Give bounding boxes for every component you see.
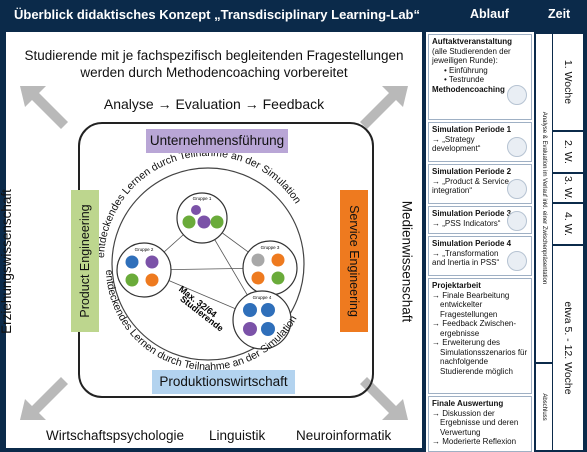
step-kickoff-bullet-1: • Einführung xyxy=(444,65,488,75)
zeit-week-2: 2. W. xyxy=(553,132,583,172)
service-engineering-box: Service Engineering xyxy=(340,190,368,332)
step-period-2-item-2: integration“ xyxy=(432,186,473,195)
ablauf-step-period-4: Simulation Periode 4 → „Transformation a… xyxy=(428,236,532,276)
step-period-3-item-1: → „PSS Indicators“ xyxy=(432,218,501,228)
abschluss-note-text: Abschluss xyxy=(541,393,547,421)
simulation-badge-icon xyxy=(507,137,527,157)
ablauf-step-period-3: Simulation Periode 3 → „PSS Indicators“ xyxy=(428,206,532,234)
corner-arrows xyxy=(20,86,408,420)
zeit-week-3-label: 3. W. xyxy=(562,176,574,200)
step-projektarbeit-item-2: → Feedback Zwischen-ergebnisse xyxy=(432,319,517,338)
preparation-text: Studierende mit je fachspezifisch beglei… xyxy=(6,47,422,81)
zeit-week-2-label: 2. W. xyxy=(562,140,574,164)
evaluation-note-text: Analyse & Evaluation im Verlauf inkl. ei… xyxy=(541,111,547,285)
product-engineering-box: Product Engineering xyxy=(71,190,99,332)
group-1: Gruppe 1 xyxy=(176,192,228,244)
zeit-week-4-label: 4. W. xyxy=(562,212,574,236)
arrow-bottom-right xyxy=(360,377,408,420)
step-kickoff-subtitle: Methodencoaching xyxy=(432,84,505,94)
bottom-discipline-2: Linguistik xyxy=(209,428,266,443)
abschluss-note: Abschluss xyxy=(536,364,552,450)
left-discipline: Erziehungswissenschaft xyxy=(0,189,14,334)
step-period-3-title: Simulation Periode 3 xyxy=(432,209,512,218)
step-kickoff-line-1: (alle Studierenden der xyxy=(432,46,511,56)
step-period-2-item-1: → „Product & Service xyxy=(432,176,509,186)
ablauf-column: Auftaktveranstaltung (alle Studierenden … xyxy=(426,32,534,452)
group-4: Gruppe 4 xyxy=(232,290,292,350)
step-kickoff-bullet-2: • Testrunde xyxy=(444,75,485,84)
unternehmensfuehrung-box: Unternehmensführung xyxy=(146,129,288,153)
produktionswirtschaft-box: Produktionswirtschaft xyxy=(152,370,295,394)
step-period-4-item-1: → „Transformation xyxy=(432,248,499,258)
step-final-item-1: → Diskussion der Ergebnisse und deren Ve… xyxy=(432,408,519,437)
group-4-label: Gruppe 4 xyxy=(253,295,272,300)
step-period-4-title: Simulation Periode 4 xyxy=(432,239,512,248)
group-1-label: Gruppe 1 xyxy=(193,196,212,201)
step-projektarbeit-item-1: → Finale Bearbeitung entwickelter Frages… xyxy=(432,290,510,319)
zeit-week-3: 3. W. xyxy=(553,174,583,202)
step-projektarbeit-title: Projektarbeit xyxy=(432,281,481,290)
simulation-graphic: Gruppe 1 Gruppe 2 Gruppe 3 Gruppe 4 xyxy=(20,86,408,420)
simulation-badge-icon xyxy=(507,179,527,199)
ablauf-step-projektarbeit: Projektarbeit → Finale Bearbeitung entwi… xyxy=(428,278,532,394)
arrow-top-right xyxy=(360,86,408,129)
step-period-1-item-2: development“ xyxy=(432,144,481,153)
arrow-top-left xyxy=(20,86,68,129)
step-final-title: Finale Auswertung xyxy=(432,399,504,408)
simulation-badge-icon xyxy=(507,85,527,105)
disciplines-frame xyxy=(78,122,374,398)
step-kickoff-line-2: jeweiligen Runde): xyxy=(432,56,498,65)
simulation-badge-icon xyxy=(507,251,527,271)
evaluation-note: Analyse & Evaluation im Verlauf inkl. ei… xyxy=(536,34,552,362)
ablauf-step-final: Finale Auswertung → Diskussion der Ergeb… xyxy=(428,396,532,452)
ablauf-step-period-2: Simulation Periode 2 → „Product & Servic… xyxy=(428,164,532,204)
header-bar: Überblick didaktisches Konzept „Transdis… xyxy=(0,0,587,30)
step-period-2-title: Simulation Periode 2 xyxy=(432,167,512,176)
step-period-1-title: Simulation Periode 1 xyxy=(432,125,512,134)
zeit-week-1-label: 1. Woche xyxy=(562,59,574,105)
page-title: Überblick didaktisches Konzept „Transdis… xyxy=(14,7,420,22)
preparation-line-2: werden durch Methodencoaching vorbereite… xyxy=(80,65,348,80)
product-engineering-label: Product Engineering xyxy=(78,204,92,318)
group-3-label: Gruppe 3 xyxy=(261,245,280,250)
right-discipline: Medienwissenschaft xyxy=(399,200,415,323)
simulation-badge-icon xyxy=(507,211,527,231)
group-2: Gruppe 2 xyxy=(116,242,172,298)
step-period-1-item-1: → „Strategy xyxy=(432,134,475,144)
analysis-cycle: Analyse → Evaluation → Feedback xyxy=(103,96,325,112)
bottom-discipline-1: Wirtschaftspsychologie xyxy=(46,428,185,443)
zeit-week-1: 1. Woche xyxy=(553,34,583,130)
column-header-ablauf: Ablauf xyxy=(470,7,509,21)
arrow-bottom-left xyxy=(20,377,68,420)
step-final-item-2: → Moderierte Reflexion xyxy=(432,437,517,446)
group-2-label: Gruppe 2 xyxy=(135,247,154,252)
service-engineering-label: Service Engineering xyxy=(347,205,361,317)
zeit-weeks-5-12-label: etwa 5. - 12. Woche xyxy=(562,301,574,395)
step-projektarbeit-item-3: → Erweiterung des Simulationsszenarios f… xyxy=(432,338,528,376)
concept-diagram: Studierende mit je fachspezifisch beglei… xyxy=(0,32,422,448)
column-header-zeit: Zeit xyxy=(548,7,571,21)
zeit-week-4: 4. W. xyxy=(553,204,583,244)
bottom-discipline-3: Neuroinformatik xyxy=(296,428,392,443)
step-kickoff-title: Auftaktveranstaltung xyxy=(432,37,513,46)
preparation-line-1: Studierende mit je fachspezifisch beglei… xyxy=(24,48,404,63)
ablauf-step-period-1: Simulation Periode 1 → „Strategy develop… xyxy=(428,122,532,162)
step-period-4-item-2: and Inertia in PSS“ xyxy=(432,258,500,267)
zeit-weeks-5-12: etwa 5. - 12. Woche xyxy=(553,246,583,450)
ablauf-step-kickoff: Auftaktveranstaltung (alle Studierenden … xyxy=(428,34,532,120)
